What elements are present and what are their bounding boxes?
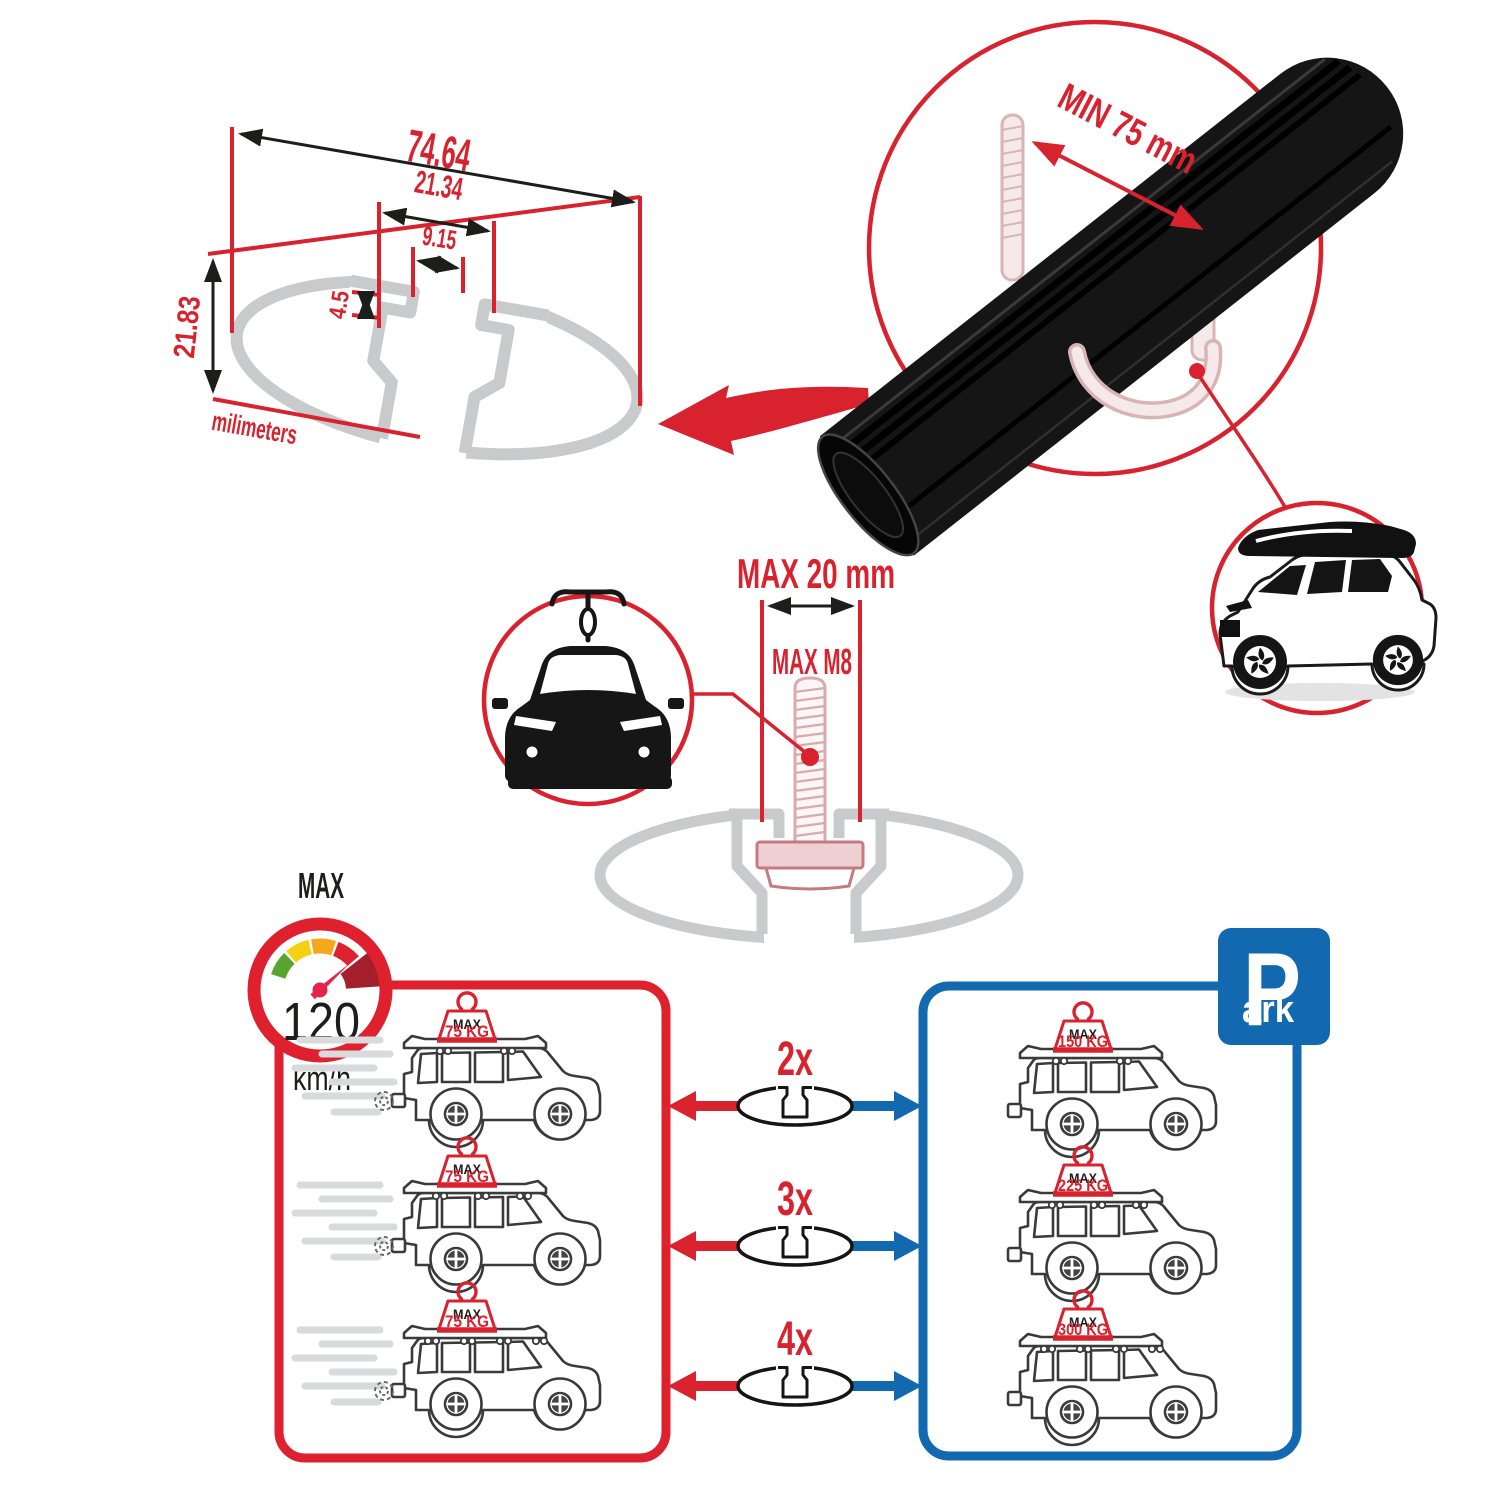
car-front-circle — [481, 589, 695, 807]
bolt-ghost — [755, 676, 865, 891]
suv-roofbox-circle — [1209, 500, 1438, 716]
max-thread-label: MAX M8 — [772, 641, 852, 682]
driving-cars: MAX 75 KG MAX 75 KG MAX 75 KG — [295, 993, 602, 1439]
bottom-section: P ark MAX 120 km/h MAX 75 KG — [247, 865, 1330, 1463]
badge-weight: 75 KG — [445, 1313, 489, 1331]
cross-section-diagram: 74.64 21.34 9.15 4.5 21.83 milimeters — [168, 119, 644, 478]
pointer-arrow — [658, 385, 869, 455]
badge-title: MAX — [453, 1306, 482, 1322]
badge-title: MAX — [453, 1016, 482, 1032]
suv-windows — [1258, 559, 1392, 595]
dim-channel-width: 21.34 — [412, 163, 466, 207]
bicycle-icon — [549, 589, 627, 643]
park-sign: P ark — [1218, 928, 1330, 1048]
bolt-dimension-diagram: MAX 20 mm MAX M8 — [481, 550, 1024, 948]
quantity-row-3x: 3x — [668, 1173, 922, 1267]
dim-total-height: 21.83 — [168, 294, 207, 359]
quantity-label: 4x — [777, 1313, 813, 1366]
quantity-label: 2x — [777, 1033, 813, 1086]
car-front-icon — [492, 646, 684, 789]
quantity-label: 3x — [777, 1173, 813, 1226]
max-width-label: MAX 20 mm — [737, 550, 895, 597]
gauge-title: MAX — [298, 865, 344, 906]
badge-title: MAX — [1069, 1314, 1098, 1330]
crossbar-photo — [816, 57, 1404, 557]
dim-total-width: 74.64 — [403, 119, 475, 181]
badge-weight: 300 KG — [1058, 1321, 1108, 1339]
dim-lip-height: 4.5 — [324, 289, 355, 321]
parking-cars: MAX 150 KG MAX 225 KG MAX 300 KG — [1006, 1003, 1218, 1447]
quantity-arrows: 2x 3x 4x — [668, 1033, 922, 1407]
quantity-row-4x: 4x — [668, 1313, 922, 1407]
badge-weight: 75 KG — [445, 1168, 489, 1186]
badge-title: MAX — [1069, 1170, 1098, 1186]
badge-title: MAX — [453, 1161, 482, 1177]
crossbar-detail-circle: MIN 75 mm — [816, 19, 1404, 557]
roof-box — [1238, 521, 1416, 558]
badge-weight: 225 KG — [1058, 1177, 1108, 1195]
quantity-row-2x: 2x — [668, 1033, 922, 1127]
badge-weight: 75 KG — [445, 1023, 489, 1041]
park-sign-ark: ark — [1242, 989, 1295, 1031]
u-bolt-front — [1068, 339, 1223, 420]
callout-dot — [1189, 363, 1205, 379]
dim-opening-width: 9.15 — [420, 221, 458, 256]
badge-title: MAX — [1069, 1026, 1098, 1042]
crossbar-profile-drawing — [230, 254, 644, 478]
badge-weight: 150 KG — [1058, 1033, 1108, 1051]
park-sign-p: P — [1243, 932, 1301, 1048]
callout-line — [1198, 376, 1290, 513]
